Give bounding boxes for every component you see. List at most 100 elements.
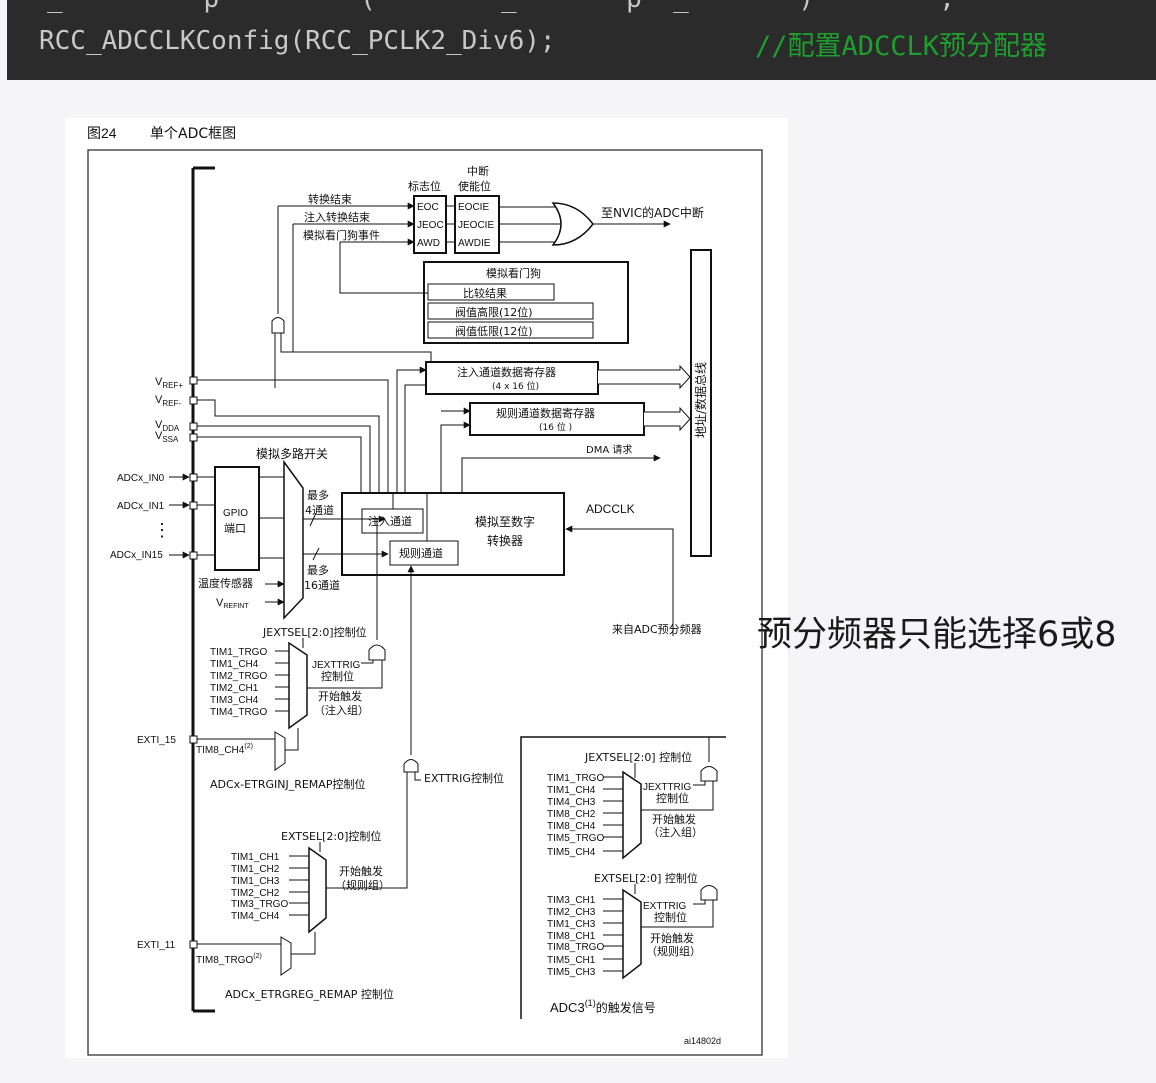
figure-title: 单个ADC框图 — [150, 126, 236, 142]
injected-sources: TIM1_TRGO TIM1_CH4 TIM2_TRGO TIM2_CH1 TI… — [210, 647, 267, 718]
reg-trigger-label-1: 开始触发 — [339, 864, 383, 878]
most4-1: 最多 — [307, 488, 329, 502]
reg-src-2: TIM1_CH3 — [231, 876, 280, 887]
vssa-label: VSSA — [155, 430, 179, 444]
adc3-reg-src-6: TIM5_CH3 — [547, 967, 596, 978]
jexttrig-label-2: 控制位 — [321, 669, 354, 683]
adc3-inj-src-4: TIM8_CH4 — [547, 821, 596, 832]
adc3-regular-mux — [622, 888, 642, 980]
regular-sources: TIM1_CH1 TIM1_CH2 TIM1_CH3 TIM2_CH2 TIM3… — [231, 852, 288, 922]
adc3-injected-mux — [622, 770, 642, 860]
input-in15: ADCx_IN15 — [110, 550, 163, 561]
or-gate-icon — [551, 202, 594, 246]
prescaler-label: 来自ADC预分频器 — [612, 622, 702, 636]
diagram-svg: 图24 单个ADC框图 标志位 中断 使能位 EOC JEOC AWD EOCI… — [87, 125, 763, 1056]
adcclk-label: ADCCLK — [586, 502, 635, 516]
etrginj-label: ADCx-ETRGINJ_REMAP控制位 — [210, 777, 365, 791]
inj-trigger-label-1: 开始触发 — [318, 689, 362, 703]
adc3-injected-sources: TIM1_TRGO TIM1_CH4 TIM4_CH3 TIM8_CH2 TIM… — [547, 773, 604, 858]
in1-pin — [189, 501, 198, 510]
adc3-reg-src-0: TIM3_CH1 — [547, 895, 596, 906]
inj-src-5: TIM4_TRGO — [210, 707, 267, 718]
inj-src-0: TIM1_TRGO — [210, 647, 267, 658]
adc3-reg-src-3: TIM8_CH1 — [547, 931, 596, 942]
adc3-inj-trig-1: 开始触发 — [652, 812, 696, 826]
watchdog-box — [423, 261, 629, 344]
etrginj-mux — [274, 731, 286, 771]
dma-label: DMA 请求 — [586, 443, 632, 456]
flag-jeoc: JEOC — [417, 220, 444, 231]
inputs-ellipsis: ⋮ — [153, 520, 171, 540]
analog-mux — [283, 459, 304, 620]
inj-src-3: TIM2_CH1 — [210, 683, 259, 694]
code-snippet: _ p ( _ p _ ) ; RCC_ADCCLKConfig(RCC_PCL… — [7, 0, 1156, 80]
injected-reg-size: (4 x 16 位) — [492, 380, 539, 392]
adc3-inj-src-2: TIM4_CH3 — [547, 797, 596, 808]
adc-block-diagram: 图24 单个ADC框图 标志位 中断 使能位 EOC JEOC AWD EOCI… — [65, 118, 788, 1058]
exttrig-label: EXTTRIG控制位 — [424, 771, 504, 785]
adc3-panel-border — [520, 736, 726, 1019]
vref-minus-pin — [189, 396, 198, 405]
regular-channel-label: 规则通道 — [399, 546, 443, 560]
tim8ch4-label: TIM8_CH4(2) — [196, 743, 253, 756]
adc3-inj-src-5: TIM5_TRGO — [547, 833, 604, 844]
adc-converter-box — [341, 492, 565, 576]
reg-src-0: TIM1_CH1 — [231, 852, 280, 863]
inj-src-1: TIM1_CH4 — [210, 659, 259, 670]
exti15-pin — [189, 735, 198, 744]
in15-pin — [189, 551, 198, 560]
adc3-reg-src-5: TIM5_CH1 — [547, 955, 596, 966]
jexttrig-and-gate-icon — [368, 644, 386, 661]
adc3-inj-src-6: TIM5_CH4 — [547, 847, 596, 858]
adc-label-2: 转换器 — [487, 533, 523, 548]
regular-channel-box — [389, 540, 459, 566]
adc3-inj-trig-2: （注入组） — [648, 825, 703, 839]
etrgreg-label: ADCx_ETRGREG_REMAP 控制位 — [225, 987, 394, 1001]
adc-label-1: 模拟至数字 — [475, 514, 535, 529]
vdda-label: VDDA — [155, 419, 180, 433]
nvic-label: 至NVIC的ADC中断 — [601, 205, 704, 220]
most16-1: 最多 — [307, 563, 329, 577]
figure-label: 图24 — [87, 125, 117, 141]
signal-jeoc: 注入转换结束 — [304, 210, 370, 224]
input-in1: ADCx_IN1 — [117, 501, 165, 512]
adc3-extsel-label: EXTSEL[2:0] 控制位 — [594, 871, 698, 885]
watchdog-compare: 比较结果 — [463, 286, 507, 300]
exti11-label: EXTI_11 — [137, 940, 176, 951]
exttrig-and-gate-icon — [403, 759, 419, 773]
reg-src-1: TIM1_CH2 — [231, 864, 280, 875]
enable-eocie: EOCIE — [458, 202, 489, 213]
adc3-exttrig-and-gate-icon — [700, 885, 718, 901]
watchdog-low: 阀值低限(12位) — [455, 324, 533, 338]
vdda-pin — [189, 422, 198, 431]
adc3-exttrig-1: EXTTRIG — [643, 901, 687, 912]
regular-reg-title: 规则通道数据寄存器 — [496, 406, 595, 420]
injected-reg-title: 注入通道数据寄存器 — [457, 365, 556, 379]
jexttrig-label-1: JEXTTRIG — [312, 660, 361, 671]
adc3-caption: ADC3(1)的触发信号 — [550, 998, 656, 1015]
signal-eoc: 转换结束 — [308, 192, 352, 206]
temp-sensor-label: 温度传感器 — [198, 576, 253, 590]
and-gate-icon — [271, 317, 285, 334]
flag-awd: AWD — [417, 238, 440, 249]
enable-awdie: AWDIE — [458, 238, 491, 249]
code-comment: //配置ADCCLK预分配器 — [755, 31, 1048, 62]
adc3-jexttrig-and-gate-icon — [700, 766, 718, 782]
vref-minus-label: VREF- — [155, 394, 181, 408]
regular-trigger-mux — [308, 846, 327, 934]
adc3-jextsel-label: JEXTSEL[2:0] 控制位 — [584, 750, 692, 764]
watchdog-high-box — [427, 302, 594, 320]
flag-eoc: EOC — [417, 202, 439, 213]
watchdog-title: 模拟看门狗 — [486, 266, 541, 280]
adc3-inj-src-1: TIM1_CH4 — [547, 785, 596, 796]
vrefint-label: VREFINT — [216, 597, 249, 610]
adc3-inj-src-0: TIM1_TRGO — [547, 773, 604, 784]
inj-trigger-label-2: （注入组） — [314, 703, 369, 717]
enable-jeocie: JEOCIE — [458, 220, 494, 231]
adc3-inj-src-3: TIM8_CH2 — [547, 809, 596, 820]
tim8trgo-label: TIM8_TRGO(2) — [196, 953, 262, 966]
injected-channel-label: 注入通道 — [368, 514, 412, 528]
flag-title: 标志位 — [408, 179, 441, 193]
adc3-reg-src-4: TIM8_TRGO — [547, 942, 604, 953]
signal-awd: 模拟看门狗事件 — [303, 228, 380, 242]
